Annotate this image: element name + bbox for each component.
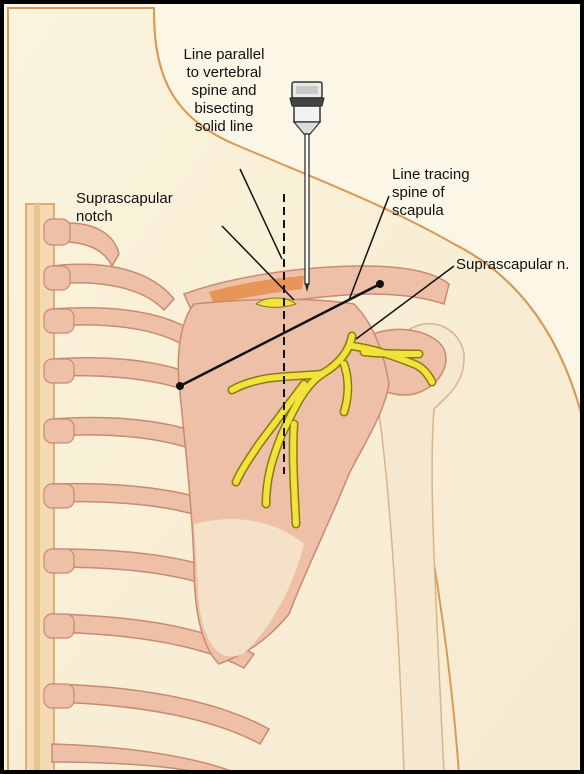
label-suprascapular-nerve: Suprascapular n. xyxy=(456,256,584,274)
label-line-tracing-spine: Line tracing spine of scapula xyxy=(392,166,512,220)
label-parallel-line: Line parallel to vertebral spine and bis… xyxy=(164,46,284,136)
line-end-dot-left xyxy=(176,382,184,390)
line-end-dot-right xyxy=(376,280,384,288)
shoulder-illustration xyxy=(4,4,584,774)
label-suprascapular-notch: Suprascapular notch xyxy=(76,190,206,226)
